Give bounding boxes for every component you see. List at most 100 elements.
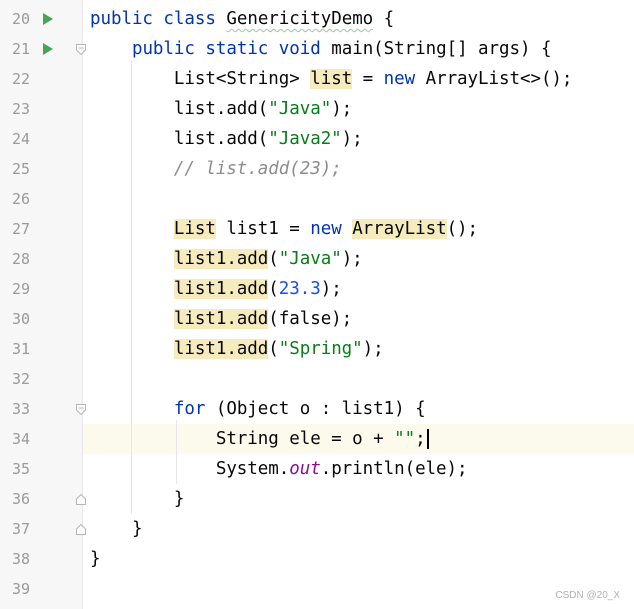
code-line[interactable]: list1.add(false); xyxy=(83,304,634,334)
token-hl: list1.add xyxy=(173,309,269,329)
line-number: 26 xyxy=(11,190,30,208)
code-text: list1.add("Java"); xyxy=(90,244,363,274)
code-line[interactable]: public static void main(String[] args) { xyxy=(83,34,634,64)
token: List<String> xyxy=(90,69,311,89)
line-number: 33 xyxy=(11,400,30,418)
token-kw: new xyxy=(310,219,342,239)
code-text: // list.add(23); xyxy=(90,154,342,184)
token: main(String[] args) { xyxy=(320,39,552,59)
code-text: list1.add(23.3); xyxy=(90,274,342,304)
code-text: public class GenericityDemo { xyxy=(90,4,394,34)
code-line[interactable] xyxy=(83,364,634,394)
token-cls: GenericityDemo xyxy=(226,9,374,29)
code-line[interactable]: List list1 = new ArrayList(); xyxy=(83,214,634,244)
token: ( xyxy=(268,279,279,299)
token: ; xyxy=(415,429,426,449)
code-text: for (Object o : list1) { xyxy=(90,394,426,424)
line-number: 38 xyxy=(11,550,30,568)
token: ); xyxy=(320,279,342,299)
line-number: 24 xyxy=(11,130,30,148)
token: ); xyxy=(362,339,384,359)
code-line[interactable]: list1.add("Spring"); xyxy=(83,334,634,364)
token: list1 = xyxy=(215,219,311,239)
code-line-current[interactable]: String ele = o + ""; xyxy=(83,424,634,454)
token xyxy=(90,39,132,59)
fold-end-icon[interactable] xyxy=(76,494,86,505)
line-number: 28 xyxy=(11,250,30,268)
code-text: String ele = o + ""; xyxy=(90,424,429,454)
run-class-icon[interactable] xyxy=(43,13,53,25)
token: } xyxy=(90,489,185,509)
line-number: 32 xyxy=(11,370,30,388)
code-area[interactable]: public class GenericityDemo { public sta… xyxy=(83,0,634,609)
token: } xyxy=(90,549,101,569)
code-line[interactable]: list.add("Java"); xyxy=(83,94,634,124)
indent-guide xyxy=(176,420,177,484)
code-line[interactable] xyxy=(83,574,634,604)
token-str: "Java" xyxy=(268,99,332,119)
code-line[interactable]: System.out.println(ele); xyxy=(83,454,634,484)
token-kw: class xyxy=(163,9,216,29)
run-main-icon[interactable] xyxy=(43,43,53,55)
code-text: list1.add(false); xyxy=(90,304,352,334)
token: (Object o : list1) { xyxy=(205,399,426,419)
text-caret xyxy=(426,429,429,449)
line-number: 31 xyxy=(11,340,30,358)
token-str: "Java" xyxy=(278,249,342,269)
code-line[interactable]: list1.add("Java"); xyxy=(83,244,634,274)
token-hl: list1.add xyxy=(173,249,269,269)
code-text: public static void main(String[] args) { xyxy=(90,34,552,64)
token-hl: list1.add xyxy=(173,339,269,359)
line-number: 20 xyxy=(11,10,30,28)
token: (); xyxy=(446,219,479,239)
line-number: 35 xyxy=(11,460,30,478)
token: ( xyxy=(268,249,279,269)
token-str: "Spring" xyxy=(278,339,363,359)
fold-end-icon[interactable] xyxy=(76,524,86,535)
code-text: List<String> list = new ArrayList<>(); xyxy=(90,64,572,94)
token-hl: ArrayList xyxy=(352,219,447,239)
code-line[interactable]: for (Object o : list1) { xyxy=(83,394,634,424)
token-kw: void xyxy=(278,39,321,59)
code-line[interactable]: } xyxy=(83,484,634,514)
code-line[interactable]: // list.add(23); xyxy=(83,154,634,184)
indent-guide xyxy=(131,60,132,514)
token: ( xyxy=(268,339,279,359)
code-line[interactable]: list.add("Java2"); xyxy=(83,124,634,154)
line-number: 34 xyxy=(11,430,30,448)
code-line[interactable]: list1.add(23.3); xyxy=(83,274,634,304)
code-line[interactable]: } xyxy=(83,544,634,574)
line-number: 25 xyxy=(11,160,30,178)
code-text: } xyxy=(90,514,143,544)
fold-collapse-icon[interactable] xyxy=(76,404,86,415)
token xyxy=(216,9,227,29)
code-line[interactable] xyxy=(83,184,634,214)
line-number: 39 xyxy=(11,580,30,598)
fold-collapse-icon[interactable] xyxy=(76,44,86,55)
code-text: } xyxy=(90,544,101,574)
token-kw: static xyxy=(205,39,269,59)
token-str: "Java2" xyxy=(268,129,342,149)
watermark: CSDN @20_X xyxy=(555,590,620,601)
token-str: "" xyxy=(394,429,416,449)
code-line[interactable]: List<String> list = new ArrayList<>(); xyxy=(83,64,634,94)
code-text: } xyxy=(90,484,185,514)
token: ArrayList<>(); xyxy=(415,69,573,89)
code-line[interactable]: public class GenericityDemo { xyxy=(83,4,634,34)
code-text: System.out.println(ele); xyxy=(90,454,468,484)
token: list.add( xyxy=(90,129,269,149)
line-number: 36 xyxy=(11,490,30,508)
token-kw: public xyxy=(131,39,195,59)
token: list.add( xyxy=(90,99,269,119)
token-kw: new xyxy=(383,69,416,89)
line-number: 37 xyxy=(11,520,30,538)
code-text: list1.add("Spring"); xyxy=(90,334,384,364)
token: { xyxy=(373,9,395,29)
token-hl: List xyxy=(173,219,216,239)
code-line[interactable]: } xyxy=(83,514,634,544)
line-number: 27 xyxy=(11,220,30,238)
token-kw: public xyxy=(90,9,153,29)
token: } xyxy=(90,519,143,539)
